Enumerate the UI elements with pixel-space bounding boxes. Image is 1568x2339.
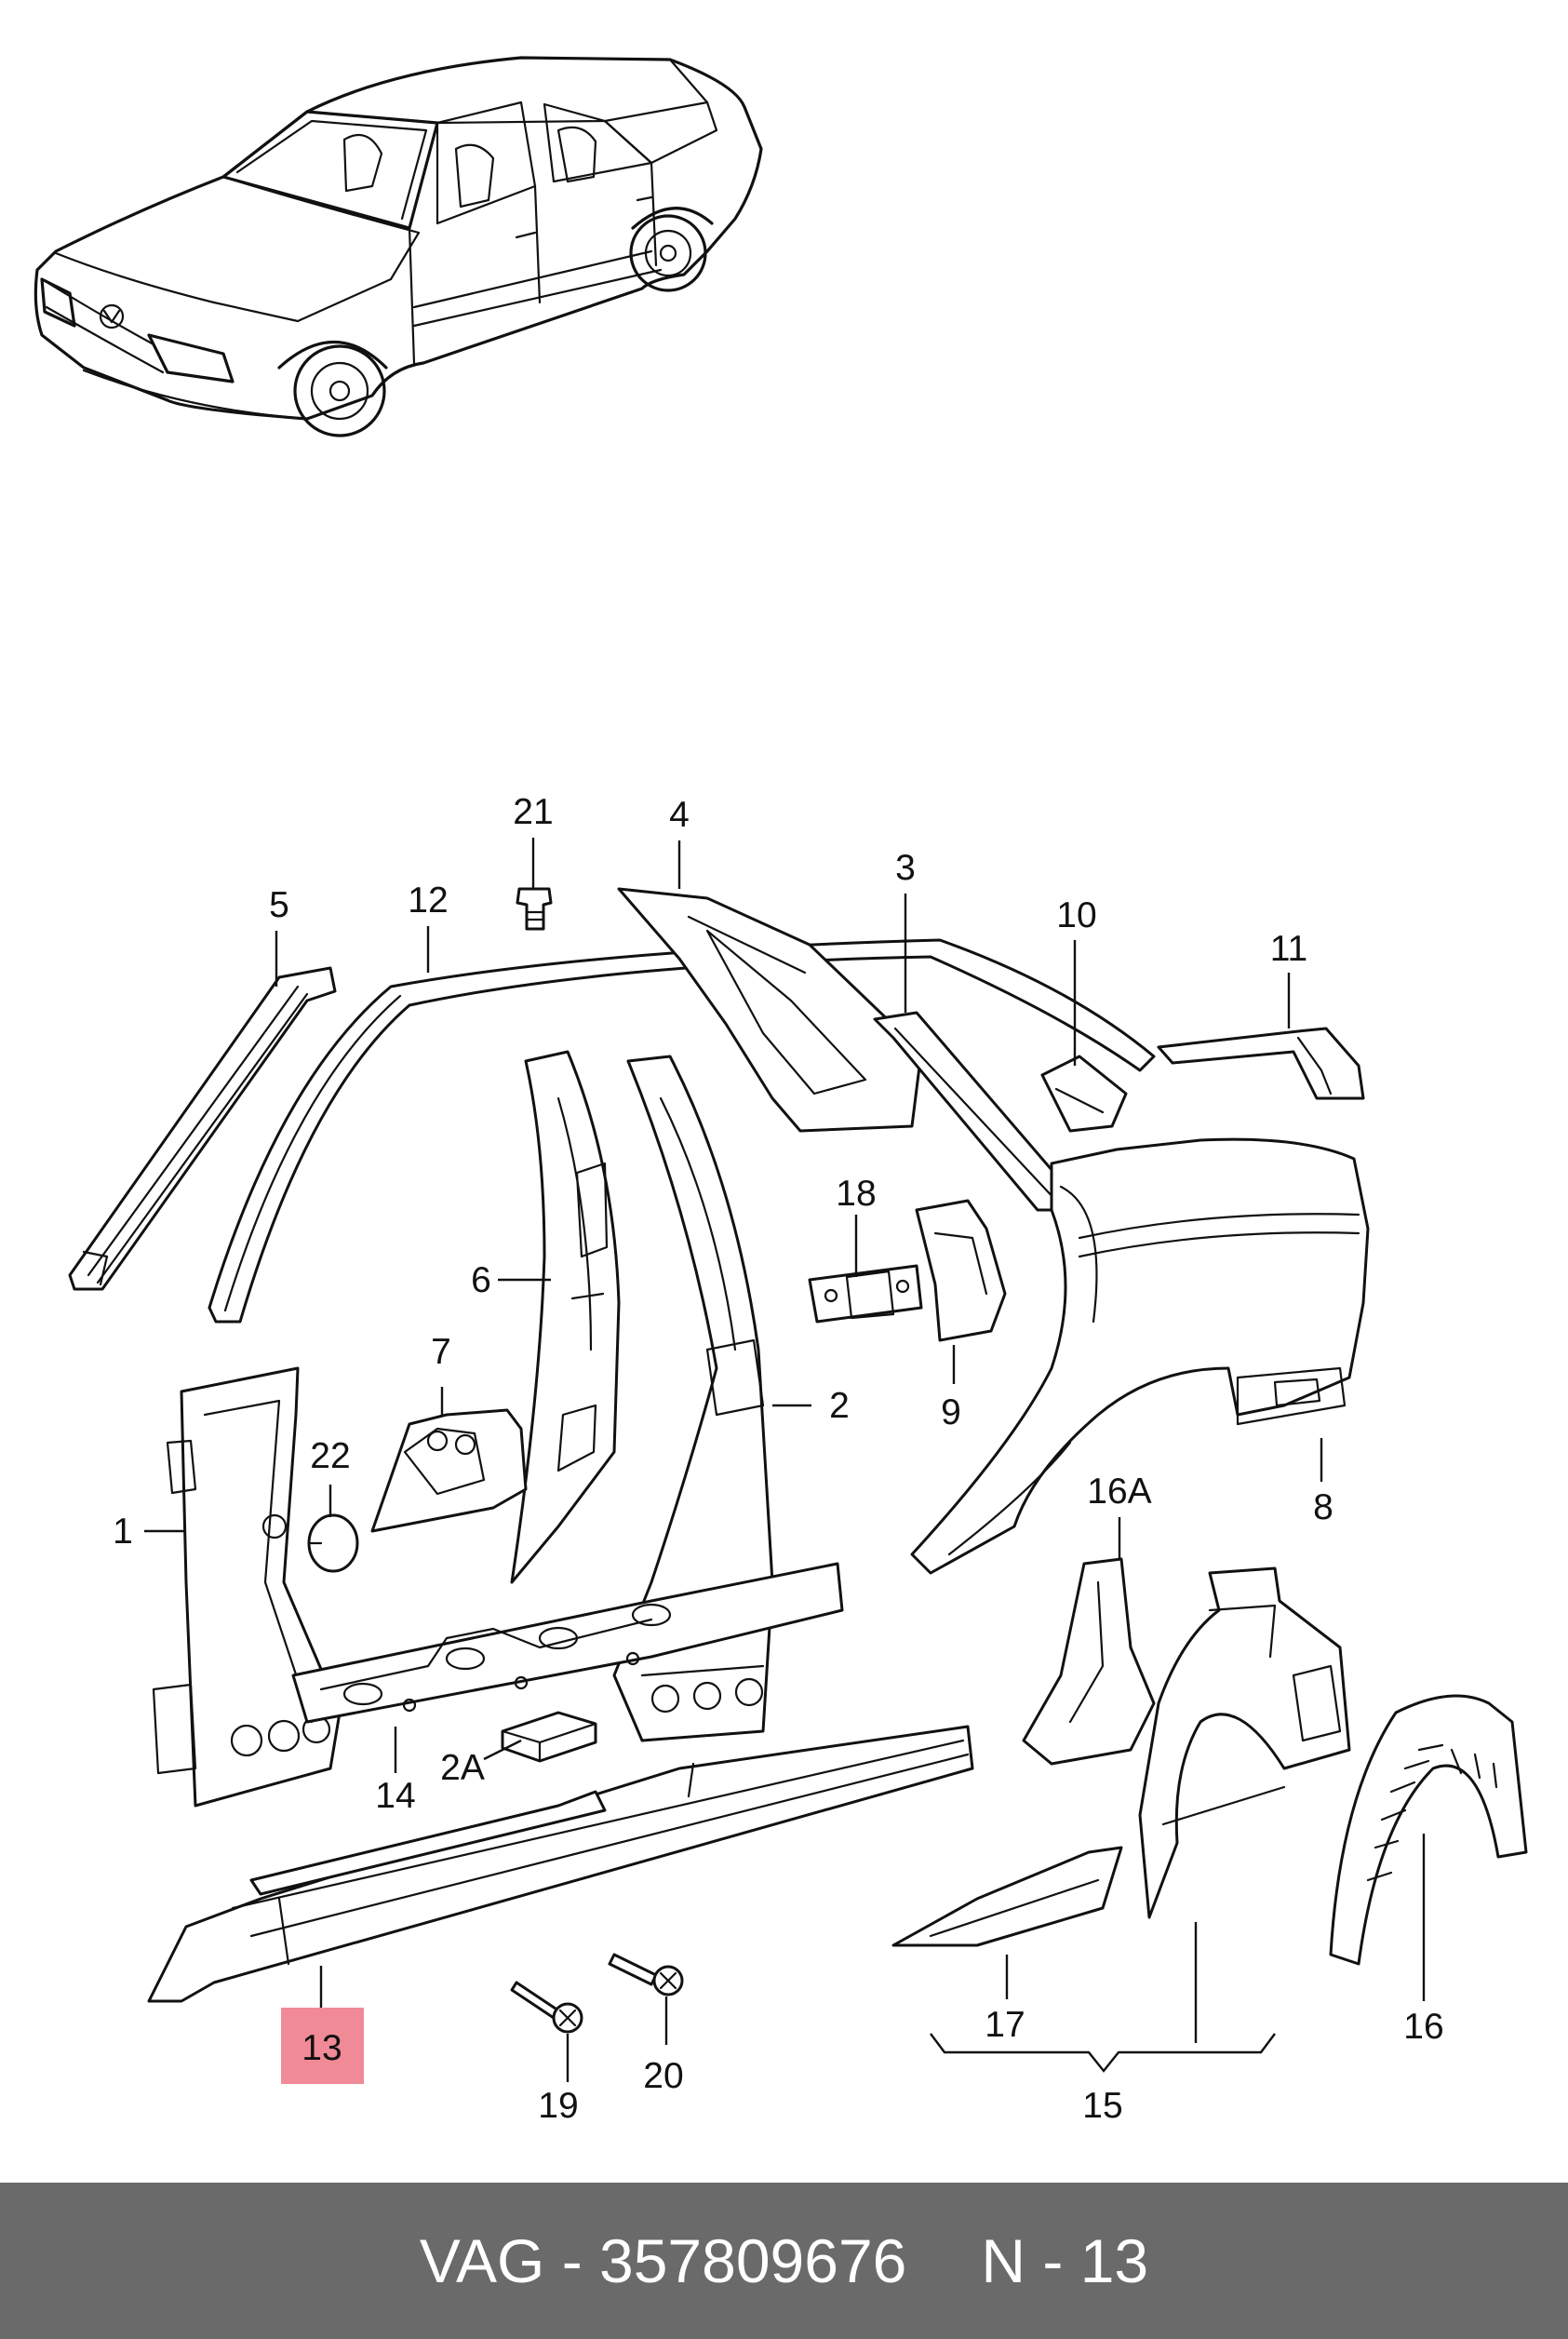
part-13-rocker-panel xyxy=(147,1725,974,2003)
callout-6: 6 xyxy=(471,1260,491,1300)
callout-17: 17 xyxy=(985,2005,1025,2045)
callout-21: 21 xyxy=(513,792,553,832)
part-6-b-pillar-inner xyxy=(510,1050,621,1584)
part-21-bolt xyxy=(516,887,553,931)
part-1-a-pillar xyxy=(152,1366,342,1808)
callout-14: 14 xyxy=(375,1776,415,1816)
part-10-bracket xyxy=(1040,1055,1128,1133)
callout-2a: 2A xyxy=(440,1748,485,1788)
callout-5: 5 xyxy=(269,885,289,925)
callout-16a: 16A xyxy=(1087,1472,1151,1512)
footer-bar: VAG - 357809676 N - 13 xyxy=(0,2183,1568,2339)
part-2-b-pillar-outer xyxy=(612,1055,774,1742)
part-5-pillar-reinforcement xyxy=(68,966,337,1291)
callout-2: 2 xyxy=(829,1386,850,1426)
callout-13-highlight xyxy=(281,2008,364,2084)
callout-13: 13 xyxy=(302,2028,342,2068)
callout-8: 8 xyxy=(1313,1487,1333,1527)
part-2a-foam-block xyxy=(501,1711,597,1763)
part-9-bracket xyxy=(915,1199,1007,1342)
part-15-wheelhouse-inner xyxy=(1138,1566,1351,1919)
part-4-roof-segment xyxy=(617,887,923,1133)
part-7-hinge-plate xyxy=(370,1408,528,1533)
callout-1: 1 xyxy=(113,1512,133,1552)
part-number-label: VAG - 357809676 xyxy=(419,2226,907,2295)
callout-labels: 5 12 21 4 3 10 11 6 18 7 22 2 1 9 8 16A … xyxy=(113,792,1444,2126)
parts-diagram: 5 12 21 4 3 10 11 6 18 7 22 2 1 9 8 16A … xyxy=(34,56,1528,2126)
position-number-label: N - 13 xyxy=(981,2226,1149,2295)
callout-22: 22 xyxy=(310,1436,350,1476)
part-16-wheelhouse-liner xyxy=(1329,1694,1528,1966)
leader-lines xyxy=(144,838,1426,2082)
part-16a-panel xyxy=(1022,1557,1156,1766)
part-22-plug xyxy=(307,1513,359,1573)
callout-15: 15 xyxy=(1082,2086,1122,2126)
part-18-striker-plate xyxy=(808,1264,923,1324)
part-8-rear-quarter-panel xyxy=(910,1137,1370,1575)
callout-3: 3 xyxy=(895,848,916,888)
part-12-roof-frame xyxy=(208,938,1156,1324)
callout-7: 7 xyxy=(431,1332,451,1372)
callout-16: 16 xyxy=(1403,2007,1443,2047)
part-17-bracket xyxy=(891,1846,1123,1947)
callout-4: 4 xyxy=(669,795,690,835)
callout-18: 18 xyxy=(836,1174,876,1214)
part-20-screw xyxy=(608,1953,684,1996)
callout-10: 10 xyxy=(1056,895,1096,935)
exploded-parts xyxy=(68,887,1528,2034)
callout-11: 11 xyxy=(1270,929,1308,969)
callout-12: 12 xyxy=(408,880,448,921)
part-19-screw xyxy=(510,1981,583,2034)
callout-20: 20 xyxy=(643,2056,683,2096)
part-11-bracket xyxy=(1157,1027,1365,1100)
callout-19: 19 xyxy=(538,2086,578,2126)
part-14-sill-inner xyxy=(291,1562,844,1724)
car-overview-illustration xyxy=(34,56,763,437)
callout-9: 9 xyxy=(941,1392,961,1432)
